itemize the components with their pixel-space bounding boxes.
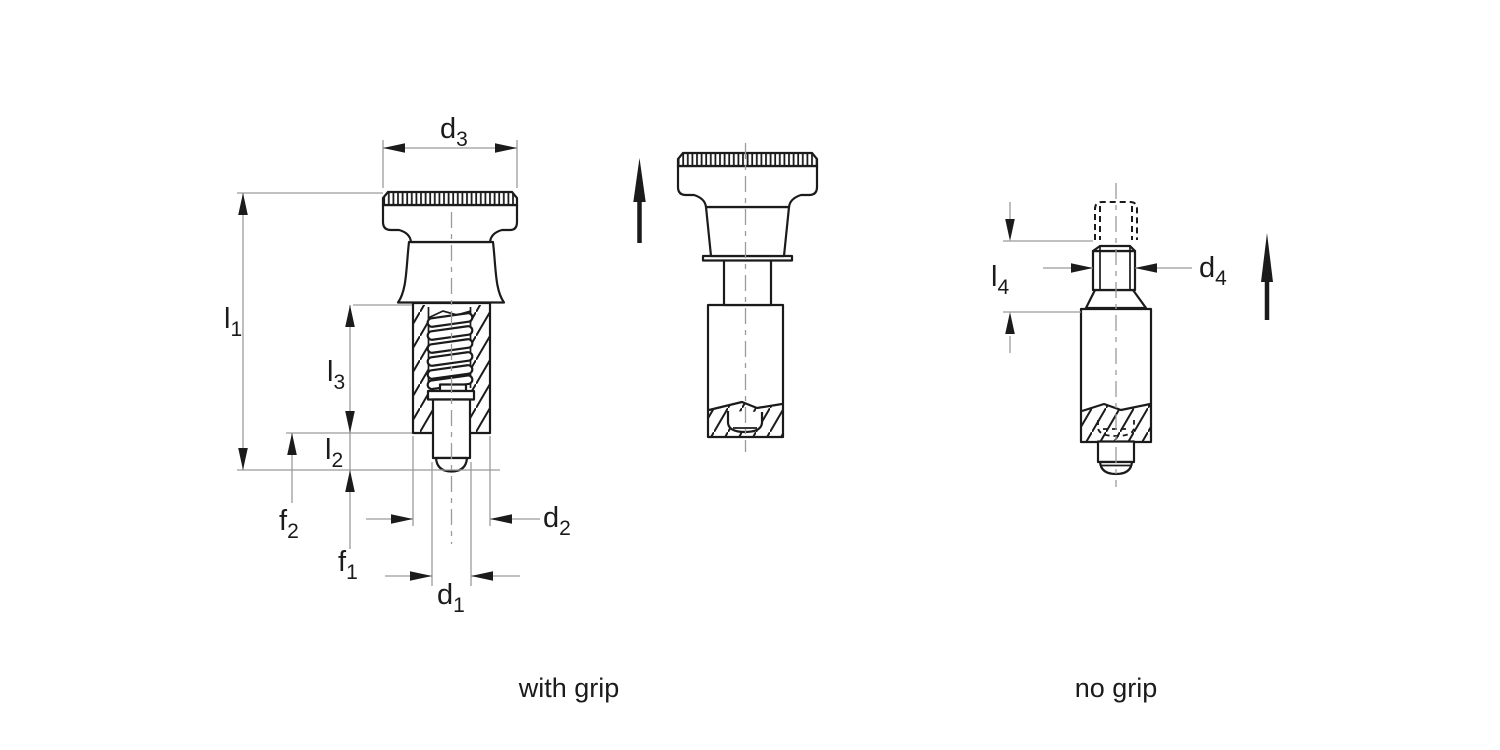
plunger-extended-view <box>381 190 519 544</box>
hatch-boundary-line <box>708 400 783 412</box>
hatch-boundary-line <box>1081 402 1151 413</box>
caption-no-grip: no grip <box>1075 673 1158 703</box>
spring-coil <box>426 325 474 341</box>
dimensions-right: l4 d4 <box>991 202 1227 353</box>
knurled-band <box>381 190 519 207</box>
hatch-fill <box>471 305 489 391</box>
plunger-stem <box>722 256 773 307</box>
knob-neck <box>704 205 791 258</box>
arrowhead <box>391 514 413 524</box>
phantom-grip-path <box>1094 201 1138 240</box>
arrowhead <box>287 433 297 455</box>
dim-label-l4: l4 <box>991 261 1009 299</box>
arrowhead <box>383 143 405 153</box>
arrowhead <box>410 571 432 581</box>
arrowhead <box>238 193 248 215</box>
dim-label-f1: f1 <box>338 546 358 584</box>
dim-label-d2: d2 <box>543 502 571 540</box>
arrowhead <box>345 305 355 327</box>
dim-label-l1: l1 <box>224 303 242 341</box>
stem-chamfer <box>1091 244 1137 253</box>
up-arrow-head <box>633 158 646 202</box>
spring-coil <box>426 338 474 354</box>
spring-coil <box>426 312 474 328</box>
up-arrow-head <box>1261 233 1273 282</box>
arrowhead <box>471 571 493 581</box>
pin-tip-dome <box>434 456 469 473</box>
hatch-fill <box>413 390 433 432</box>
up-arrow-icon <box>1261 233 1273 320</box>
plunger-retracted-view <box>633 143 819 452</box>
knob-neck <box>396 240 506 304</box>
knurled-band <box>676 151 819 168</box>
up-arrow-icon <box>633 158 646 243</box>
arrowhead <box>1071 263 1093 273</box>
knob-body <box>676 164 819 209</box>
arrowhead <box>490 514 512 524</box>
hatch-fill <box>413 305 428 391</box>
dim-label-l2: l2 <box>325 434 343 472</box>
dimensions-left: d3 l1 l3 l2 f1 f2 d2 d <box>224 113 571 617</box>
plunger-no-grip-view <box>1079 183 1273 487</box>
caption-with-grip: with grip <box>518 673 620 703</box>
arrowhead <box>495 143 517 153</box>
spring <box>426 312 474 393</box>
dim-label-d3: d3 <box>440 113 468 151</box>
dim-label-d1: d1 <box>437 579 465 617</box>
arrowhead <box>1005 312 1015 334</box>
spring-coil <box>426 364 474 380</box>
knob-body <box>381 203 519 244</box>
dim-label-d4: d4 <box>1199 252 1227 290</box>
hatch-fill <box>470 390 489 432</box>
arrowhead <box>1135 263 1157 273</box>
dim-label-l3: l3 <box>327 356 345 394</box>
arrowhead <box>1005 219 1015 241</box>
spring-coil <box>426 351 474 367</box>
arrowhead <box>238 448 248 470</box>
phantom-grip-outline <box>1094 201 1138 240</box>
dim-label-f2: f2 <box>279 505 299 543</box>
arrowhead <box>345 470 355 492</box>
arrowhead <box>345 411 355 433</box>
